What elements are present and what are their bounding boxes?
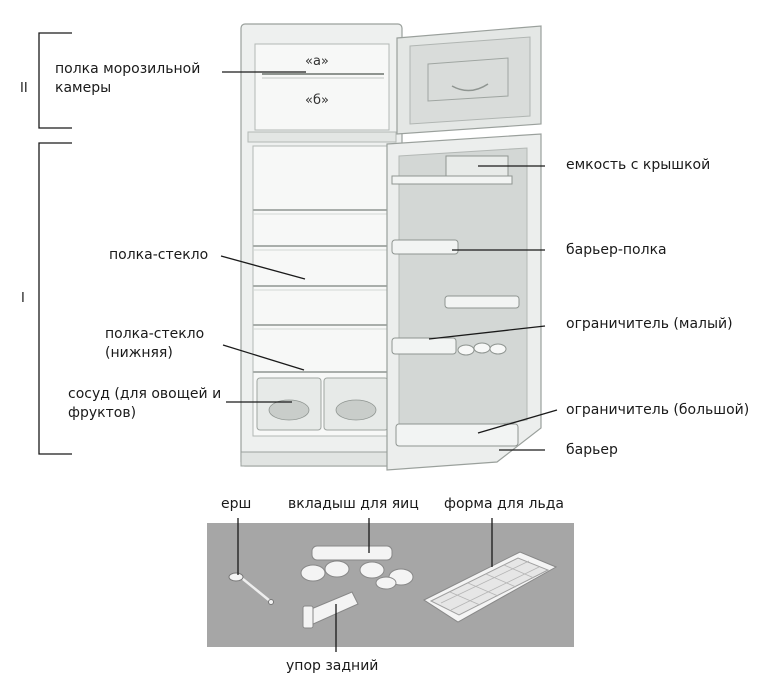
glass-shelf-lower-label: полка-стекло (нижняя): [105, 326, 205, 361]
ice-tray-label: форма для льда: [444, 496, 564, 512]
limiter-large-label: ограничитель (большой): [566, 402, 750, 418]
freezer-shelf-b-label: «б»: [305, 93, 329, 108]
freezer-shelf-a-label: «а»: [305, 54, 329, 69]
freezer-door: [396, 25, 542, 135]
door-barrier-bottom: [395, 423, 519, 447]
barrier-label: барьер: [566, 442, 618, 458]
door-shelf-top: [391, 175, 513, 185]
barrier-shelf: [391, 239, 459, 255]
brush-illustration: [228, 572, 274, 605]
egg-tray-label: вкладыш для яиц: [288, 496, 419, 512]
glass-shelf-label: полка-стекло: [109, 247, 209, 263]
rear-stop-label: упор задний: [286, 658, 379, 674]
rear-stop-illustration: [302, 591, 359, 629]
brush-label: ерш: [221, 496, 252, 512]
egg-cups-in-door: [457, 342, 507, 356]
glass-shelves: [253, 209, 391, 326]
freezer-compartment: [254, 43, 390, 131]
refrigerator-cabinet: [240, 23, 403, 467]
freezer-section-bracket: [38, 32, 72, 129]
egg-tray-illustration: [300, 545, 414, 590]
limiter-small-label: ограничитель (малый): [566, 316, 733, 332]
freezer-section-label: II: [20, 81, 28, 96]
lidded-container-label: емкость с крышкой: [566, 157, 711, 173]
door-shelf-middle: [391, 337, 457, 355]
fridge-door: [386, 133, 542, 471]
fridge-section-bracket: [38, 142, 72, 455]
leader-lines: [220, 71, 558, 451]
ice-tray-illustration: [422, 551, 558, 623]
freezer-shelf-label: полка морозильной камеры: [55, 61, 201, 96]
barrier-shelf-label: барьер-полка: [566, 242, 667, 258]
fridge-section-label: I: [21, 291, 25, 306]
door-shelf-right: [444, 295, 520, 309]
accessory-panel: [207, 518, 574, 652]
crisper-label: сосуд (для овощей и фруктов): [68, 386, 222, 421]
